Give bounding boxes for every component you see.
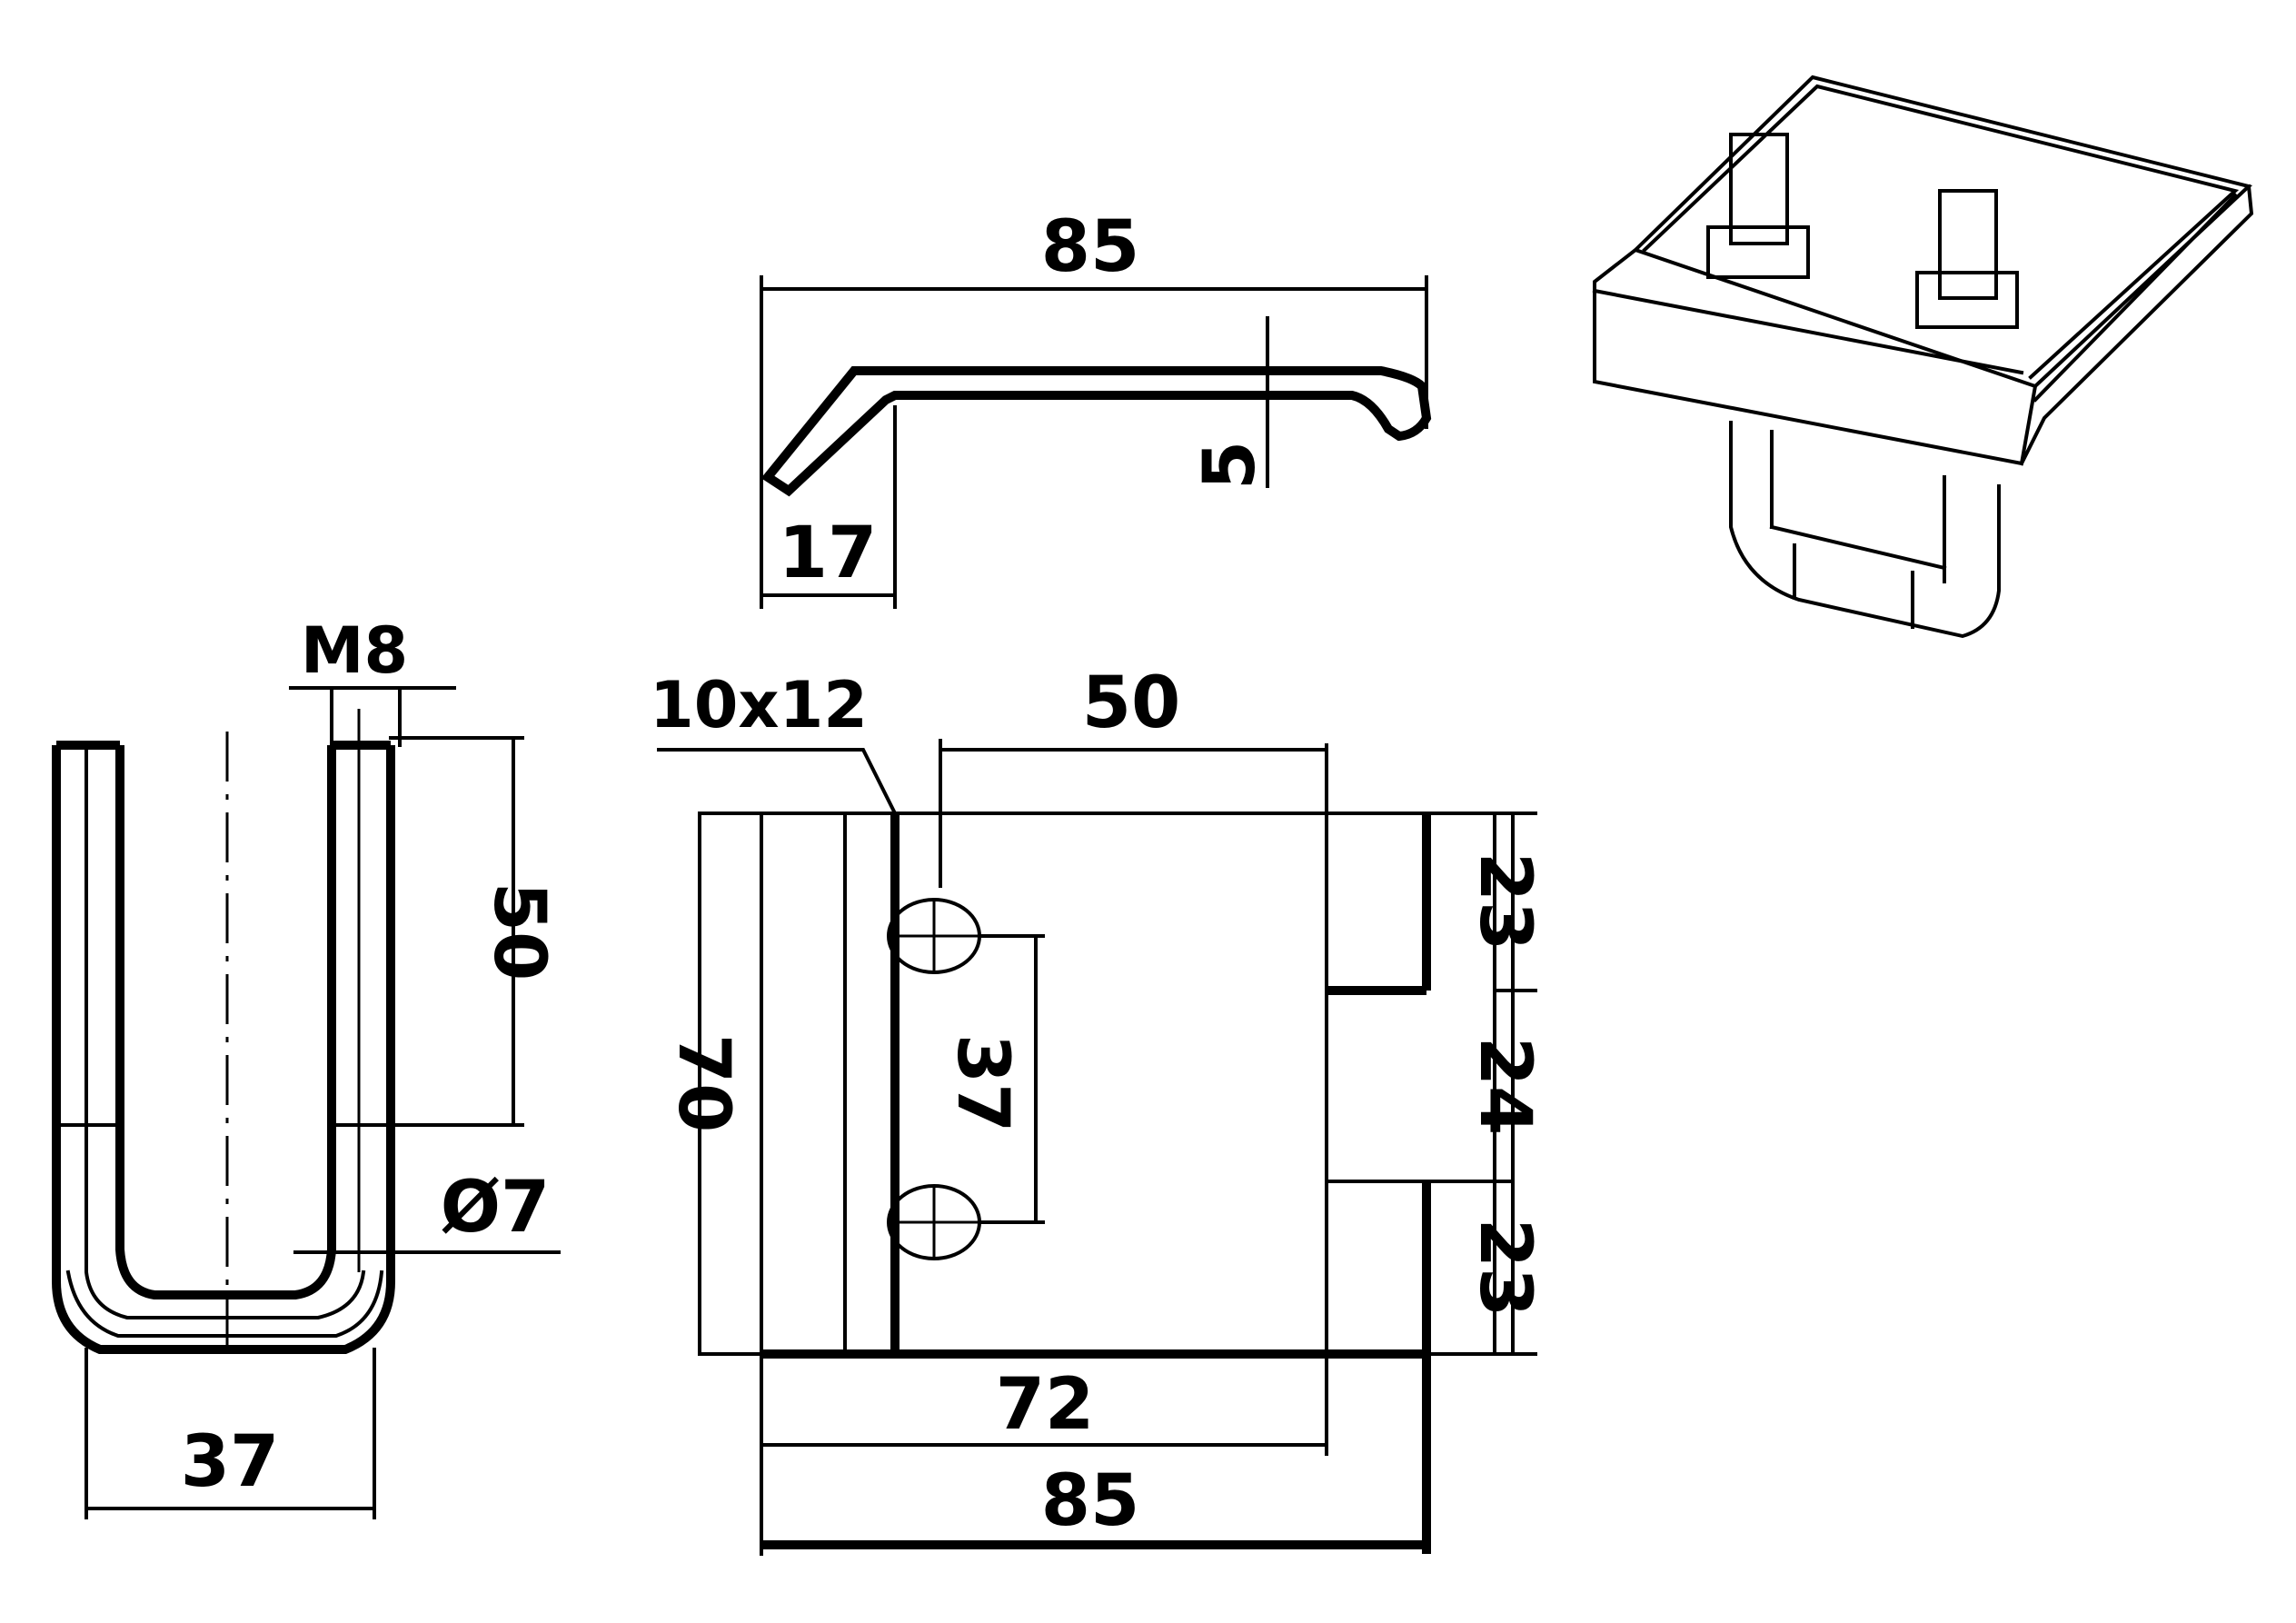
label-side-thickness: 5 — [1189, 441, 1271, 490]
label-seg-bottom: 23 — [1464, 1219, 1546, 1318]
label-side-length: 85 — [1041, 206, 1140, 288]
label-thread: M8 — [301, 613, 408, 688]
isometric-view — [1592, 75, 2254, 639]
label-u-leg: 50 — [478, 882, 560, 981]
label-inner-width: 72 — [996, 1364, 1095, 1446]
label-seg-mid: 24 — [1464, 1037, 1546, 1136]
label-slot-spacing: 50 — [1082, 662, 1181, 744]
label-side-lip: 17 — [779, 513, 878, 594]
label-height: 70 — [662, 1034, 744, 1133]
bolt-left — [1729, 133, 1789, 245]
label-u-width: 37 — [181, 1421, 280, 1503]
label-seg-top: 23 — [1464, 852, 1546, 951]
plan-view: 10x12 50 70 37 23 24 23 72 85 — [650, 662, 1546, 1556]
bolt-right — [1938, 189, 1998, 300]
side-profile-view: 85 5 17 — [760, 206, 1432, 609]
label-slot-size: 10x12 — [650, 668, 868, 742]
label-hole-diameter: Ø7 — [441, 1167, 551, 1249]
label-overall-width: 85 — [1041, 1460, 1140, 1542]
label-hole-spacing: 37 — [941, 1034, 1023, 1133]
u-bolt-view: M8 50 Ø7 37 — [52, 613, 561, 1519]
profile-outline — [760, 366, 1432, 497]
